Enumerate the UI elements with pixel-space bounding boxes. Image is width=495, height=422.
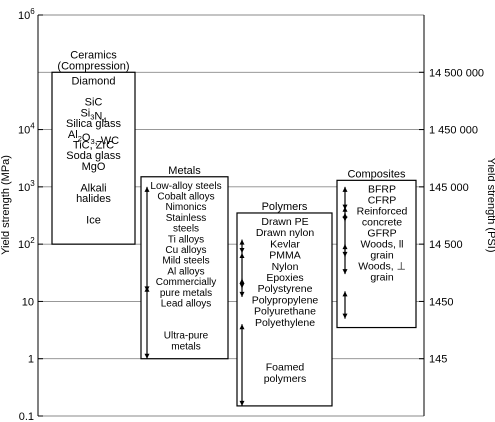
left-tick-label: 106: [18, 7, 35, 22]
range-arrowhead-up: [239, 253, 245, 259]
material-label: Ultra-pure: [164, 331, 209, 342]
material-label: polymers: [264, 373, 307, 385]
range-arrows: [144, 186, 348, 406]
material-label: Woods, ⊥: [358, 260, 405, 272]
range-arrowhead-down: [239, 248, 245, 254]
range-arrowhead-up: [342, 186, 348, 192]
group-box: [236, 212, 333, 407]
material-label: CFRP: [368, 194, 397, 206]
material-label: Drawn nylon: [256, 227, 315, 239]
left-axis-title: Yield strength (MPa): [0, 155, 12, 255]
group-title: Metals: [168, 165, 201, 177]
left-tick-label: 0.1: [19, 411, 34, 422]
range-arrowhead-up: [239, 278, 245, 284]
range-arrowhead-down: [239, 291, 245, 297]
range-arrowhead-up: [144, 186, 150, 192]
range-arrowhead-up: [342, 244, 348, 250]
material-label: pure metals: [160, 288, 212, 299]
material-label: Al2O3, WC: [68, 129, 119, 147]
left-tick-label: 103: [18, 179, 35, 194]
material-label: concrete: [362, 216, 402, 228]
range-arrowhead-down: [144, 353, 150, 359]
material-label: Commercially: [156, 277, 217, 288]
material-label: Stainless: [166, 213, 207, 224]
material-label: halides: [76, 193, 111, 205]
material-label: grain: [370, 271, 394, 283]
left-tick-label: 10: [22, 296, 34, 308]
material-label: Alkali: [80, 182, 106, 194]
range-arrowhead-up: [342, 212, 348, 218]
group-title: Polymers: [262, 201, 308, 213]
material-label: steels: [173, 224, 199, 235]
range-arrowhead-down: [239, 400, 245, 406]
material-label: Nimonics: [165, 202, 206, 213]
range-arrowhead-up: [239, 324, 245, 330]
range-arrowhead-up: [144, 286, 150, 292]
material-label: Soda glass: [66, 150, 121, 162]
material-label: Polystyrene: [258, 283, 313, 295]
right-tick-label: 14 500 000: [429, 67, 484, 79]
right-axis-title: Yield strength (PSI): [485, 158, 495, 253]
material-label: Polyurethane: [254, 306, 316, 318]
right-tick-label: 145: [429, 354, 447, 366]
material-label: BFRP: [368, 183, 396, 195]
range-arrowhead-up: [239, 239, 245, 245]
range-arrowhead-up: [342, 206, 348, 212]
material-label: Nylon: [272, 261, 299, 273]
group-box: [140, 176, 229, 360]
right-tick-label: 14 500: [429, 239, 463, 251]
material-label: PMMA: [269, 250, 301, 262]
range-arrowhead-up: [342, 291, 348, 297]
material-label: Silica glass: [66, 118, 122, 130]
material-label: GFRP: [367, 227, 396, 239]
material-label: Foamed: [266, 362, 305, 374]
material-label: Ti alloys: [168, 234, 204, 245]
material-label: Epoxies: [266, 272, 303, 284]
left-tick-label: 102: [18, 236, 35, 251]
material-label: Cu alloys: [165, 245, 206, 256]
right-tick-label: 1 450 000: [429, 125, 478, 137]
material-label: metals: [171, 341, 200, 352]
material-label: SiC: [85, 97, 103, 109]
right-tick-label: 1450: [429, 296, 453, 308]
material-label: Si3N4: [80, 107, 106, 124]
material-label: grain: [370, 249, 394, 261]
material-label: Al alloys: [167, 266, 204, 277]
material-label: Lead alloys: [161, 298, 212, 309]
material-label: Polyethylene: [255, 317, 315, 329]
material-label: Mild steels: [162, 256, 209, 267]
group-box: [51, 71, 136, 245]
group-title: Ceramics: [70, 49, 117, 61]
material-group-boxes: [51, 71, 417, 407]
material-label: MgO: [82, 161, 106, 173]
range-arrowhead-down: [342, 269, 348, 275]
material-label: Low-alloy steels: [150, 181, 221, 192]
material-label: Reinforced: [357, 205, 408, 217]
material-label: Ice: [86, 214, 101, 226]
material-label: TiC, ZrC: [73, 139, 114, 151]
axes: [37, 14, 425, 417]
right-tick-label: 145 000: [429, 182, 469, 194]
left-tick-label: 1: [28, 354, 34, 366]
left-tick-label: 104: [18, 122, 35, 137]
material-label: Drawn PE: [261, 216, 308, 228]
range-arrowhead-down: [342, 313, 348, 319]
material-label: Diamond: [71, 75, 115, 87]
group-box: [336, 179, 417, 329]
group-subtitle: (Compression): [57, 60, 129, 72]
material-label: Woods, ll: [361, 238, 404, 250]
material-label: Kevlar: [270, 238, 300, 250]
material-label: Polypropylene: [252, 294, 319, 306]
material-label: Cobalt alloys: [157, 191, 214, 202]
group-title: Composites: [347, 168, 406, 180]
